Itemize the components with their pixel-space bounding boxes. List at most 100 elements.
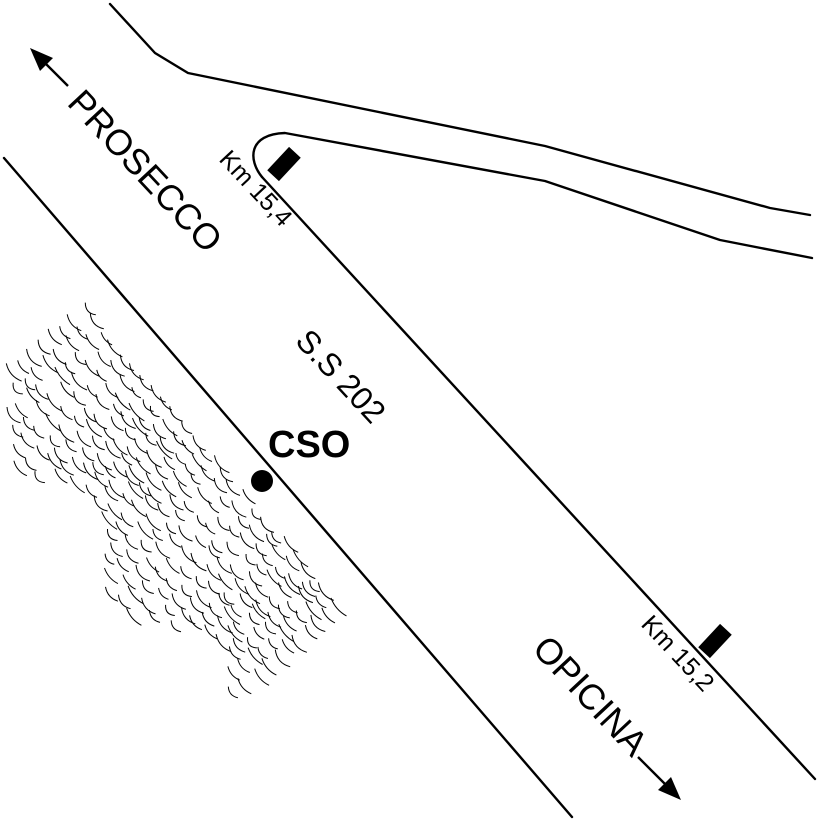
hatch-stroke: [84, 359, 100, 377]
hatch-stroke: [229, 564, 244, 581]
hatch-stroke: [127, 481, 144, 499]
hatch-stroke: [227, 686, 239, 699]
hatch-stroke: [205, 522, 216, 535]
hatch-stroke: [45, 413, 62, 432]
hatch-stroke: [76, 430, 92, 448]
hatch-stroke: [175, 452, 186, 465]
hatch-stroke: [22, 416, 36, 431]
hatch-stroke: [47, 328, 62, 346]
hatch-stroke: [140, 539, 152, 553]
hatch-stroke: [309, 580, 320, 593]
hatch-stroke: [36, 445, 50, 461]
hatch-stroke: [266, 533, 278, 547]
hatch-stroke: [172, 470, 187, 487]
hatch-stroke: [157, 503, 170, 518]
hatch-stroke: [89, 313, 104, 330]
hatch-stroke: [20, 432, 35, 449]
hatch-stroke: [95, 394, 110, 410]
hatch-stroke: [278, 624, 294, 642]
hatch-stroke: [83, 407, 97, 423]
hatch-stroke: [146, 557, 160, 573]
hatch-stroke: [145, 513, 161, 532]
hatch-stroke: [54, 366, 71, 386]
hatch-stroke: [126, 549, 139, 564]
hatch-stroke: [218, 592, 230, 606]
hatch-stroke: [85, 334, 100, 350]
hatch-stroke: [64, 362, 76, 375]
hatch-stroke: [247, 637, 257, 649]
km-marker-upper: [267, 146, 301, 182]
hatch-stroke: [196, 515, 208, 528]
hatch-stroke: [191, 454, 207, 472]
km-marker-lower: [698, 623, 732, 659]
hatch-stroke: [124, 427, 136, 441]
hatch-stroke: [126, 446, 141, 463]
hatch-stroke: [215, 634, 232, 653]
hatch-stroke: [190, 552, 207, 572]
hatch-stroke: [5, 363, 22, 382]
hatch-stroke: [141, 580, 154, 594]
hatch-stroke: [200, 465, 215, 482]
hatch-stroke: [165, 557, 180, 574]
hatch-stroke: [321, 607, 336, 624]
hatch-stroke: [30, 367, 43, 381]
hatch-stroke: [138, 417, 151, 431]
hatch-stroke: [129, 363, 144, 381]
hatch-stroke: [169, 494, 184, 511]
hatch-stroke: [317, 582, 334, 601]
hatch-stroke: [37, 339, 51, 355]
hatch-stroke: [237, 678, 252, 695]
hatch-stroke: [52, 348, 67, 365]
hatch-stroke: [190, 473, 201, 485]
hatch-stroke: [197, 487, 212, 504]
hatch-stroke: [300, 562, 316, 580]
hatch-stroke: [165, 604, 175, 616]
hatch-stroke: [162, 418, 178, 437]
hatch-stroke: [13, 460, 28, 477]
hatch-stroke: [223, 592, 235, 605]
hatch-stroke: [137, 521, 154, 540]
hatch-stroke: [104, 485, 119, 502]
hatch-stroke: [84, 302, 96, 316]
hatch-stroke: [113, 461, 128, 478]
hatch-stroke: [131, 499, 147, 518]
hatch-stroke: [181, 607, 196, 625]
label-road: S.S 202: [289, 322, 393, 430]
hatch-stroke: [199, 447, 213, 462]
hatch-stroke: [226, 541, 239, 557]
hatch-stroke: [251, 603, 266, 620]
hatch-stroke: [181, 421, 193, 434]
hatch-stroke: [170, 620, 182, 633]
hatch-stroke: [12, 382, 23, 395]
hatch-stroke: [281, 639, 295, 654]
hatch-stroke: [92, 435, 105, 451]
hatch-stroke: [155, 541, 171, 559]
hatch-stroke: [195, 576, 207, 589]
hatch-stroke: [17, 360, 30, 374]
hatch-stroke: [116, 557, 129, 573]
hatch-stroke: [85, 418, 102, 438]
hatch-stroke: [66, 314, 82, 332]
hatch-stroke: [298, 585, 314, 604]
arrow-prosecco-icon: [30, 48, 69, 87]
hatch-stroke: [58, 424, 75, 443]
hatch-stroke: [231, 500, 247, 518]
hatch-stroke: [148, 610, 161, 623]
hatch-stroke: [24, 378, 36, 391]
hatch-stroke: [122, 574, 136, 590]
hatch-stroke: [208, 602, 223, 619]
hatch-stroke: [218, 573, 233, 591]
hatch-stroke: [104, 567, 119, 585]
hatch-stroke: [108, 479, 125, 499]
hatch-stroke: [248, 524, 265, 543]
hatch-stroke: [189, 615, 203, 631]
hatch-stroke: [248, 571, 263, 587]
hatch-stroke: [204, 624, 218, 640]
hatch-stroke: [184, 463, 196, 476]
hatch-stroke: [135, 564, 151, 582]
hatch-stroke: [295, 610, 307, 624]
hatch-stroke: [35, 384, 49, 400]
hatch-stroke: [253, 626, 265, 640]
hatch-stroke: [65, 439, 77, 453]
hatch-stroke: [139, 375, 154, 392]
